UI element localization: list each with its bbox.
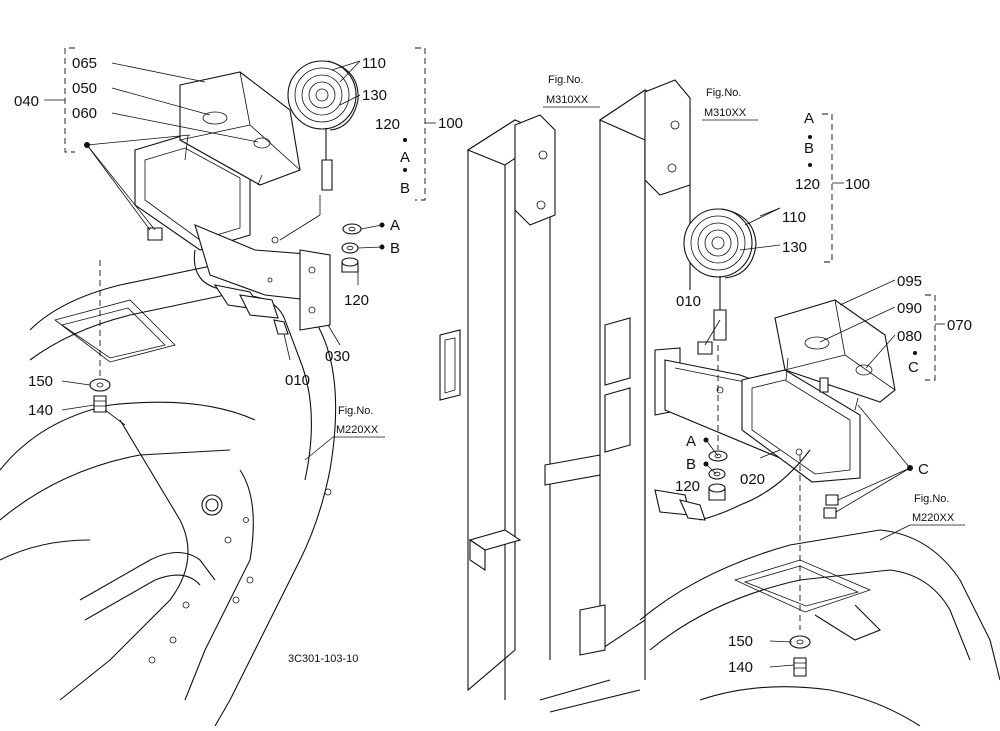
part-label-150-left: 150	[28, 373, 53, 390]
part-label-140-right: 140	[728, 659, 753, 676]
round-lamp-right	[683, 208, 757, 341]
left-fender	[0, 261, 337, 727]
bracket-020	[654, 347, 861, 483]
mast-columns	[439, 79, 692, 713]
part-label-095: 095	[897, 273, 922, 290]
work-light-065-left	[179, 71, 301, 186]
letter-A-right: A	[686, 433, 696, 450]
harness-left	[193, 249, 289, 335]
part-labels: 065 050 060 040 110 130 120 A B 100 A B …	[14, 55, 972, 676]
fig-ref-code-m220-2: M220XX	[912, 512, 955, 524]
group-brackets	[44, 47, 945, 381]
part-label-030: 030	[325, 348, 350, 365]
part-label-120-right-group: 120	[795, 176, 820, 193]
part-label-090: 090	[897, 300, 922, 317]
part-label-110-right: 110	[782, 209, 806, 226]
letter-A-right-group: A	[804, 110, 814, 127]
part-label-120-right: 120	[675, 478, 700, 495]
fig-ref-label-1: Fig.No.	[548, 74, 583, 86]
fig-ref-label-2: Fig.No.	[706, 87, 741, 99]
part-label-060: 060	[72, 105, 97, 122]
work-light-095-right	[774, 299, 896, 411]
part-label-120-left-group: 120	[375, 116, 400, 133]
part-label-070: 070	[947, 317, 972, 334]
part-label-050: 050	[72, 80, 97, 97]
part-label-040: 040	[14, 93, 39, 110]
fig-ref-label-4: Fig.No.	[914, 493, 949, 505]
left-hardware	[147, 223, 362, 273]
fig-ref-label-3: Fig.No.	[338, 405, 373, 417]
reference-dots	[84, 135, 917, 471]
letter-B-right-group: B	[804, 140, 814, 157]
letter-A-left: A	[390, 217, 400, 234]
letter-B-right: B	[686, 456, 696, 473]
fig-ref-code-m310-1: M310XX	[546, 94, 589, 106]
harness-right	[654, 449, 811, 521]
letter-C-right-group: C	[908, 359, 919, 376]
left-mount-bolt	[89, 260, 111, 413]
round-lamp-left	[287, 60, 359, 191]
part-label-065: 065	[72, 55, 97, 72]
part-label-100-left: 100	[438, 115, 463, 132]
part-label-010-right: 010	[676, 293, 701, 310]
drawing-code: 3C301-103-10	[288, 653, 358, 665]
fig-ref-code-m310-2: M310XX	[704, 107, 747, 119]
leader-lines	[61, 60, 965, 668]
letter-B-left-group: B	[400, 180, 410, 197]
letter-B-left: B	[390, 240, 400, 257]
part-label-130-left: 130	[362, 87, 387, 104]
part-label-130-right: 130	[782, 239, 807, 256]
letter-A-left-group: A	[400, 149, 410, 166]
part-label-150-right: 150	[728, 633, 753, 650]
right-hardware	[697, 341, 839, 630]
part-label-100-right: 100	[845, 176, 870, 193]
part-label-120-left: 120	[344, 292, 369, 309]
part-label-020: 020	[740, 471, 765, 488]
part-label-010-left: 010	[285, 372, 310, 389]
part-label-140-left: 140	[28, 402, 53, 419]
letter-C-right: C	[918, 461, 929, 478]
fig-ref-code-m220-1: M220XX	[336, 424, 379, 436]
part-label-110-left: 110	[362, 55, 386, 72]
right-fender	[639, 529, 1000, 727]
part-label-080: 080	[897, 328, 922, 345]
